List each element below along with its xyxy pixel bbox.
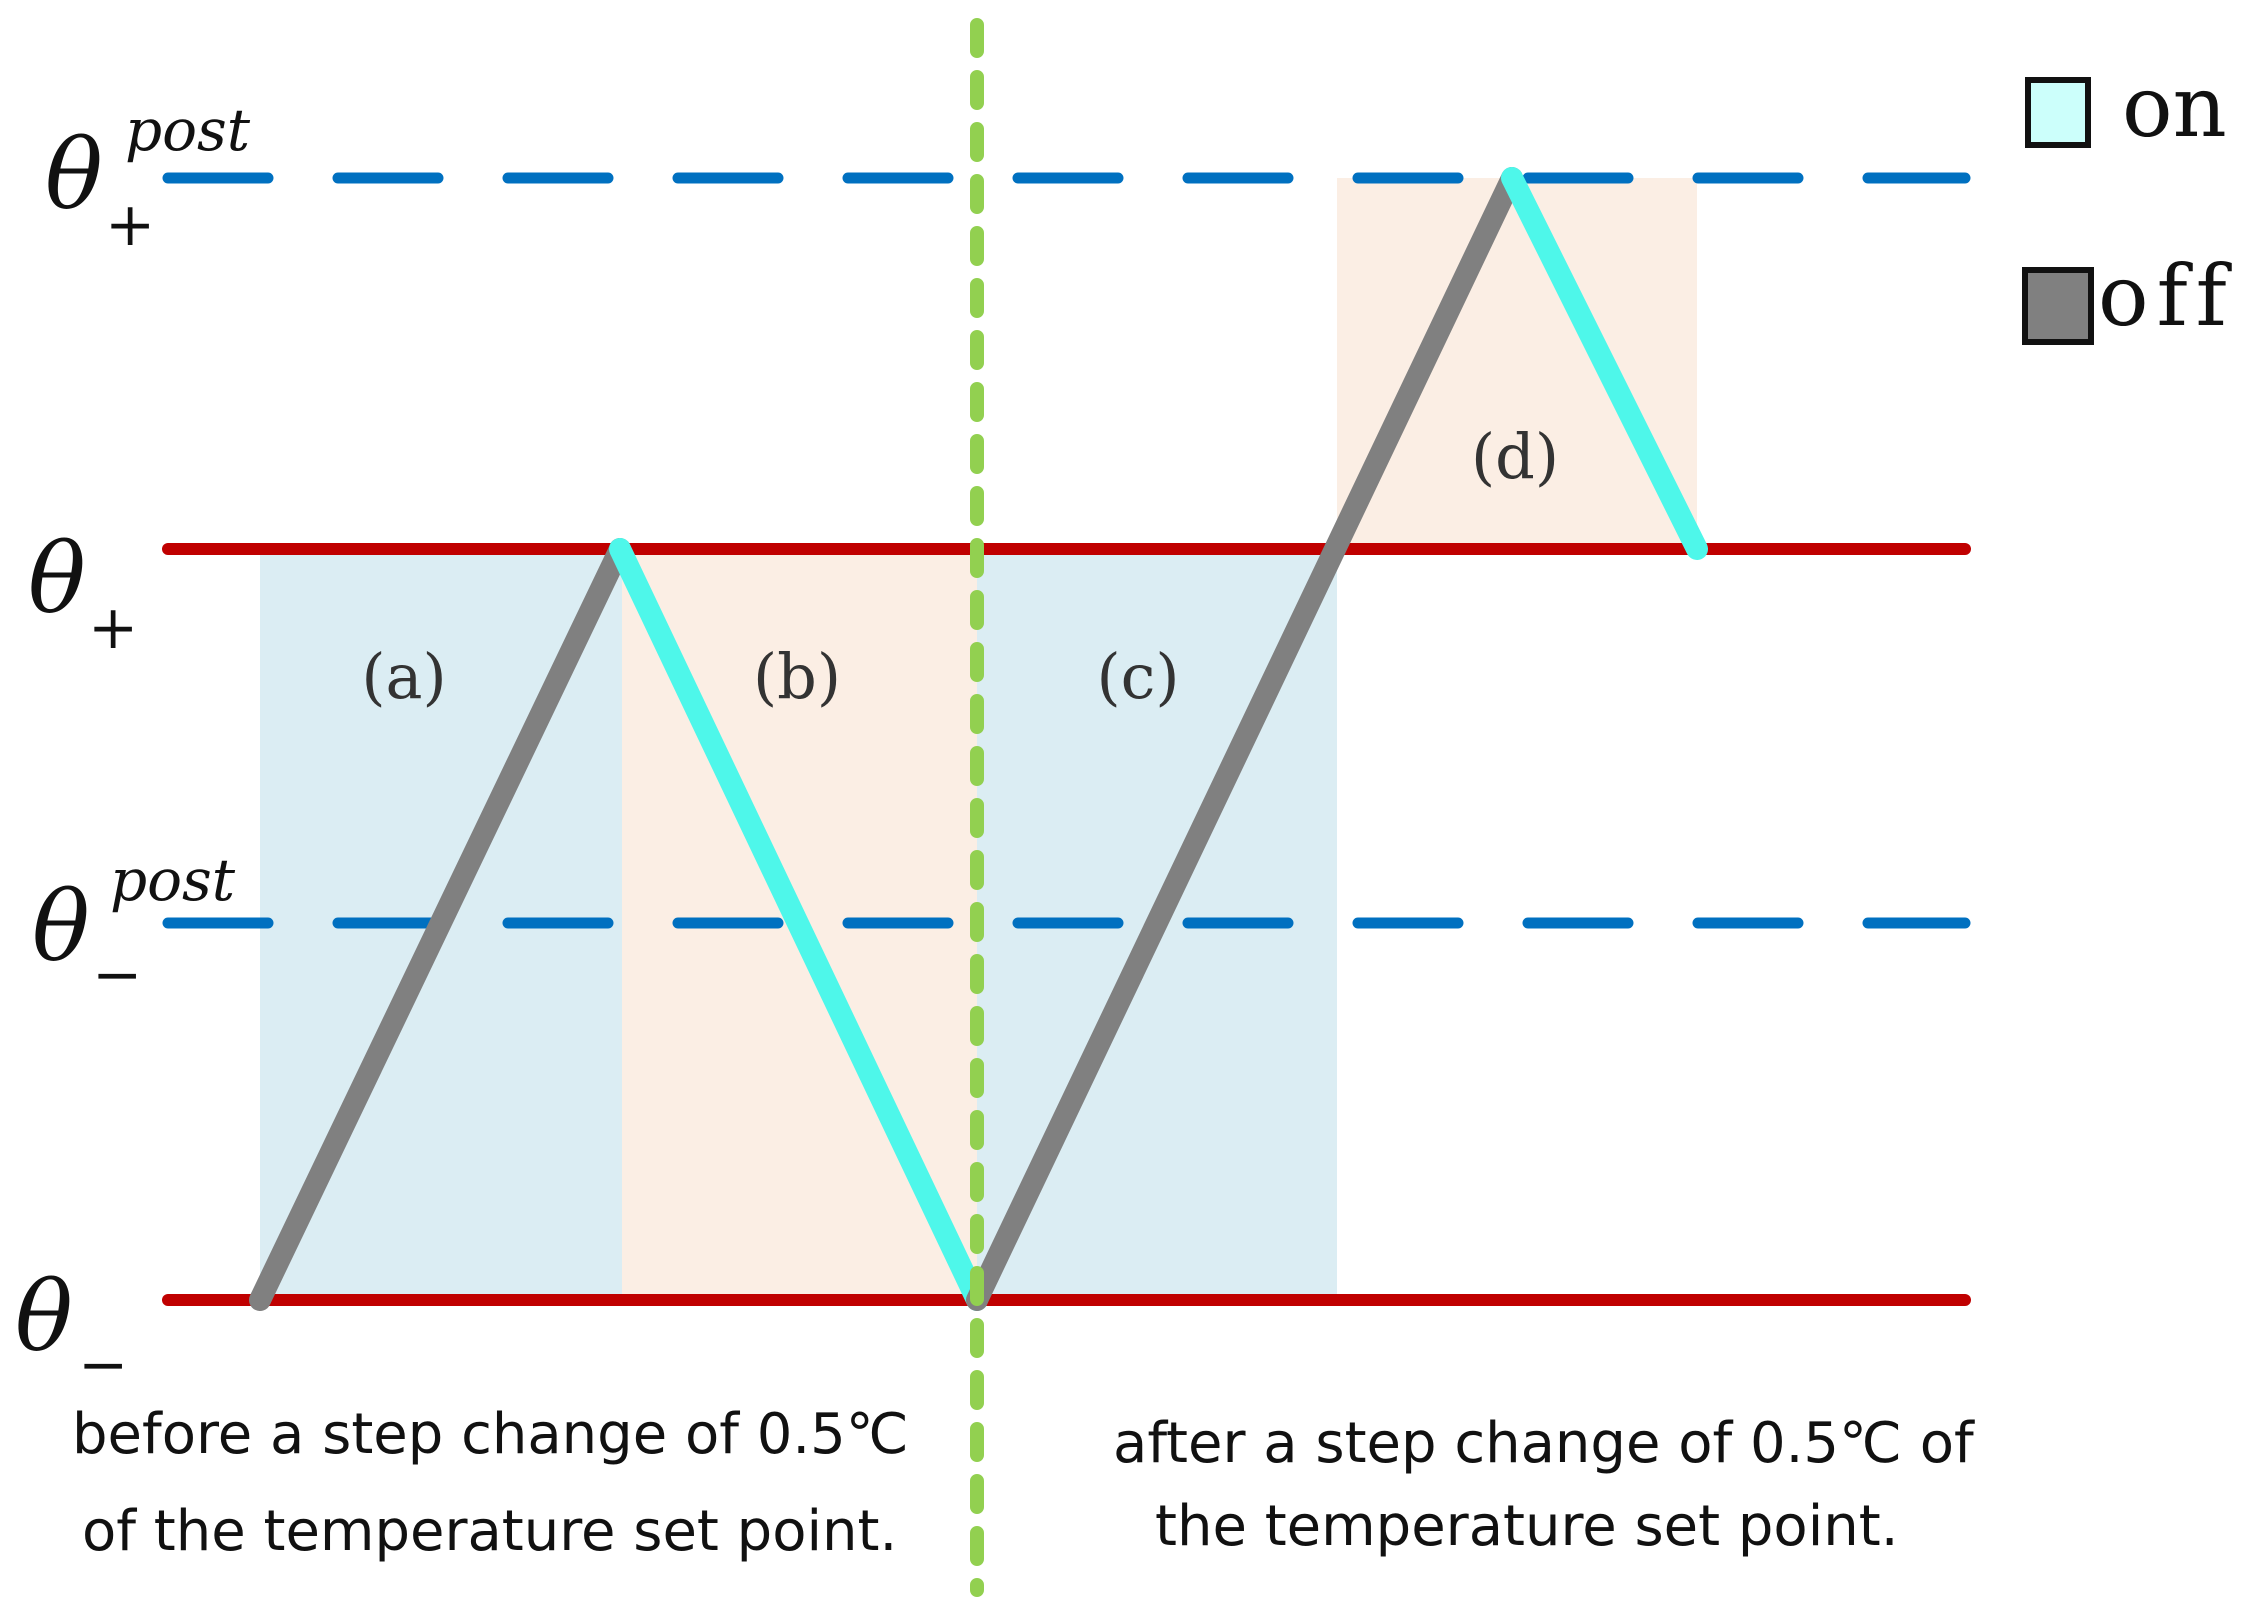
- svg-text:−: −: [92, 940, 142, 1010]
- legend-on-label: on: [2122, 58, 2227, 156]
- region-label-b: (b): [753, 640, 841, 713]
- legend-on-swatch: [2025, 77, 2091, 148]
- off-segment-c: [966, 167, 1523, 1311]
- region-label-c: (c): [1096, 640, 1179, 713]
- region-label-a: (a): [361, 640, 446, 713]
- legend-off-swatch: [2022, 267, 2094, 345]
- label-theta-plus: θ +: [28, 523, 138, 663]
- svg-text:post: post: [125, 96, 251, 164]
- region-d-shade: [1337, 178, 1697, 552]
- label-theta-plus-post: θ post +: [45, 96, 251, 260]
- caption-before-line1: before a step change of 0.5℃: [72, 1402, 909, 1467]
- svg-text:θ: θ: [45, 119, 103, 231]
- on-segment-d: [1501, 167, 1708, 560]
- svg-text:θ: θ: [32, 871, 90, 983]
- label-theta-minus: θ −: [15, 1261, 128, 1400]
- on-segment-b: [609, 538, 988, 1311]
- caption-after-line2: the temperature set point.: [1155, 1494, 1899, 1559]
- caption-before-line2: of the temperature set point.: [82, 1499, 897, 1564]
- label-theta-minus-post: θ post −: [32, 846, 236, 1010]
- svg-text:+: +: [88, 593, 138, 663]
- svg-text:post: post: [110, 846, 236, 914]
- off-segment-a: [249, 538, 631, 1311]
- svg-text:θ: θ: [15, 1261, 73, 1373]
- legend: on off: [2022, 58, 2235, 345]
- region-label-d: (d): [1471, 420, 1559, 493]
- caption-after-line1: after a step change of 0.5℃ of: [1113, 1411, 1975, 1476]
- legend-off-label: off: [2098, 247, 2235, 345]
- svg-text:+: +: [105, 190, 155, 260]
- svg-text:−: −: [78, 1330, 128, 1400]
- svg-text:θ: θ: [28, 523, 86, 635]
